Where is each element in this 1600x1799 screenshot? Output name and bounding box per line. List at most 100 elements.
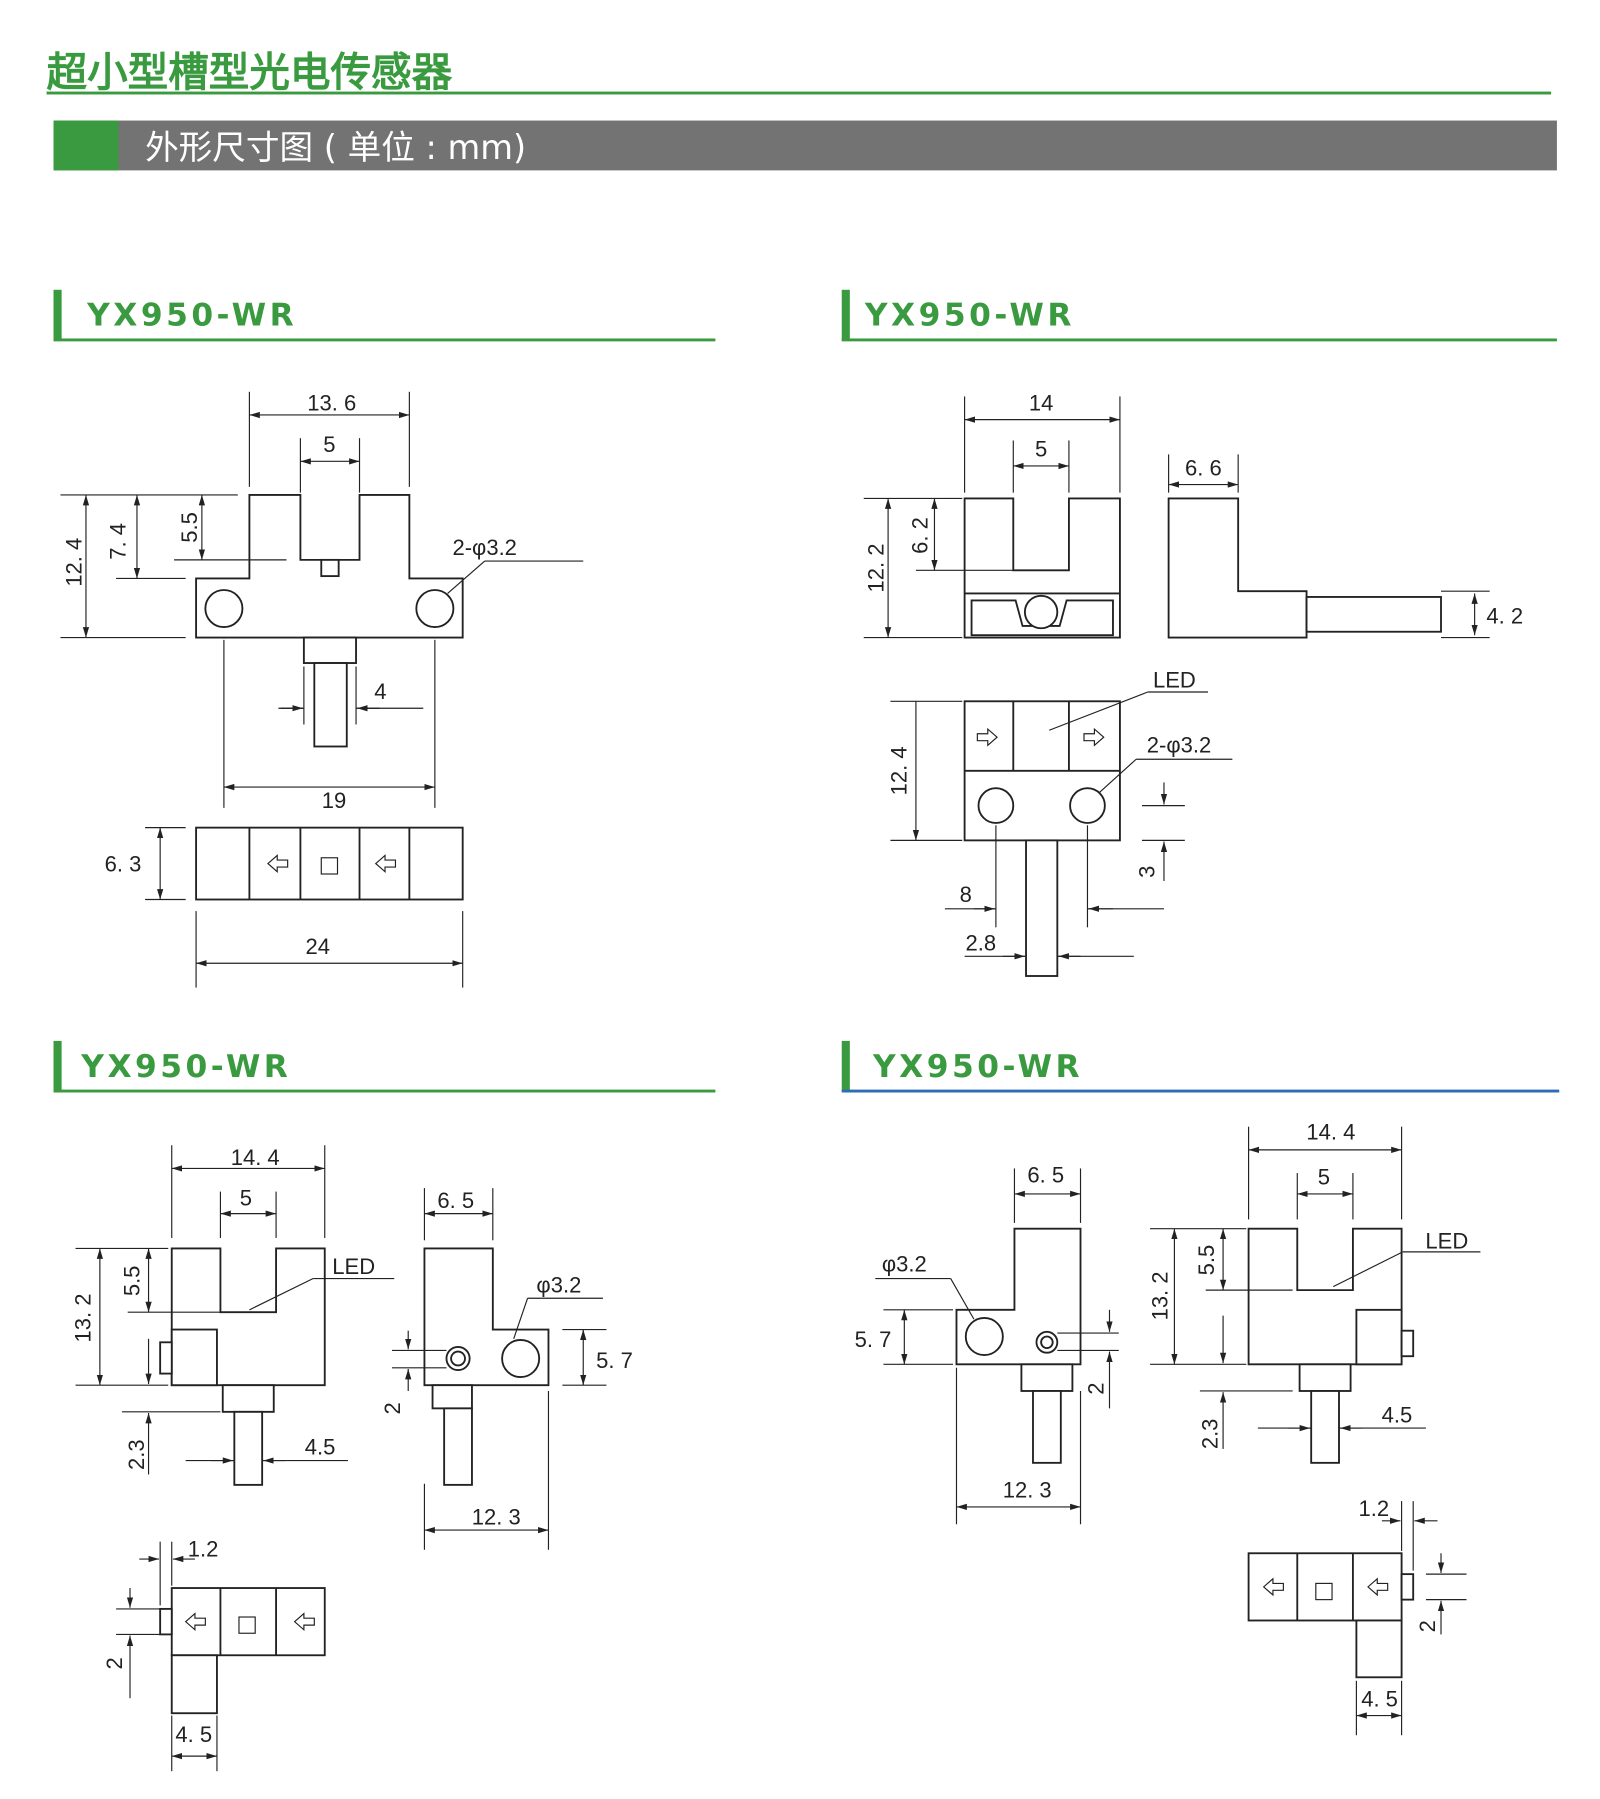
dimension-label: 1.2 — [1358, 1496, 1389, 1521]
dimension-label: 2.8 — [966, 931, 997, 956]
dimension-label: 5. 7 — [596, 1348, 633, 1373]
dimension-label: 5 — [323, 432, 335, 457]
extension-line — [513, 1298, 529, 1340]
dimension-label: 14 — [1029, 390, 1054, 415]
extension-line — [249, 1278, 314, 1311]
dimension-label: 2.3 — [1197, 1419, 1222, 1450]
dimension-label: 4.5 — [305, 1435, 336, 1460]
dimension-label: 2 — [1415, 1620, 1440, 1632]
dimension-label: 12. 4 — [887, 746, 912, 795]
dimension-label: 6. 3 — [105, 852, 142, 877]
drawing-2: 14 5 12. 2 6. 2 6. 6 4. 2 LED 2-φ3.2 12. 4 3 8 2.8 — [863, 390, 1523, 977]
sensor-outline — [955, 1227, 1415, 1679]
mounting-hole — [1023, 594, 1059, 630]
sensor-outline — [159, 1247, 550, 1715]
dimension-label: 2-φ3.2 — [452, 535, 516, 560]
dimension-label: 2 — [1084, 1383, 1109, 1395]
extension-line — [447, 560, 486, 594]
dimension-label: 5.5 — [119, 1266, 144, 1297]
dimension-label: 5 — [1035, 437, 1047, 462]
dimension-label: 24 — [306, 934, 331, 959]
extension-line — [1098, 758, 1137, 794]
section-title: YX950-WR — [86, 298, 297, 334]
dimension-label: LED — [332, 1254, 375, 1279]
dimension-label: 4. 5 — [175, 1722, 212, 1747]
dimension-label: φ3.2 — [882, 1252, 927, 1277]
dimension-label: 5.5 — [1194, 1245, 1219, 1276]
sensor-outline — [963, 497, 1442, 977]
arrow-left-icon — [293, 1612, 315, 1632]
arrow-left-icon — [374, 854, 397, 873]
dimension-label: 4. 5 — [1361, 1686, 1398, 1711]
dimension-label: 19 — [322, 788, 347, 813]
sensor-outline — [195, 494, 464, 901]
dimension-label: 4 — [374, 679, 386, 704]
arrow-left-icon — [267, 854, 289, 873]
section-header-3: YX950-WR — [53, 1040, 716, 1093]
dimension-label: 12. 3 — [1003, 1478, 1052, 1503]
dimension-label: 4. 2 — [1486, 604, 1523, 629]
dimension-label: 5 — [240, 1186, 252, 1211]
mounting-hole — [450, 1350, 466, 1367]
mounting-hole — [501, 1339, 541, 1378]
dimension-label: 7. 4 — [105, 523, 130, 560]
mounting-hole — [415, 589, 455, 629]
dimension-label: 5 — [1318, 1165, 1330, 1190]
mounting-hole — [204, 589, 244, 629]
arrow-left-icon — [1262, 1577, 1284, 1597]
section-header-4: YX950-WR — [841, 1040, 1560, 1093]
dimension-label: 2 — [380, 1402, 405, 1414]
dimension-label: 6. 5 — [437, 1188, 474, 1213]
extension-line — [950, 1278, 975, 1320]
arrow-right-icon — [976, 727, 998, 747]
dimension-label: 6. 5 — [1027, 1162, 1064, 1187]
mounting-hole — [1040, 1335, 1054, 1350]
subtitle-bar — [53, 120, 1557, 171]
section-title: YX950-WR — [872, 1049, 1083, 1085]
dimension-label: 3 — [1135, 866, 1160, 878]
dimension-label: 1.2 — [188, 1537, 219, 1562]
section-title: YX950-WR — [80, 1049, 291, 1085]
dimension-label: 6. 2 — [908, 517, 933, 554]
dimension-label: 5.5 — [177, 512, 202, 543]
extension-line — [1332, 1251, 1404, 1288]
section-title: YX950-WR — [864, 298, 1075, 334]
emitter-square-icon — [1315, 1582, 1333, 1601]
emitter-square-icon — [238, 1616, 256, 1634]
mounting-hole — [1069, 787, 1106, 824]
dimension-label: LED — [1153, 667, 1196, 692]
drawing-1: 13. 6 5 12. 4 7. 4 5.5 2-φ3.2 4 19 6. 3 24 — [60, 390, 584, 988]
dimension-label: 12. 4 — [61, 538, 86, 587]
dimension-label: LED — [1425, 1228, 1468, 1253]
dimension-label: 2-φ3.2 — [1147, 732, 1211, 757]
dimension-label: 13. 2 — [71, 1293, 96, 1342]
dimension-label: 2.3 — [124, 1439, 149, 1470]
dimension-label: 4.5 — [1382, 1402, 1413, 1427]
dimension-label: 12. 2 — [863, 543, 888, 592]
dimension-label: 2 — [102, 1657, 127, 1669]
mounting-hole — [964, 1317, 1004, 1356]
arrow-right-icon — [1083, 727, 1105, 747]
dimension-label: 13. 6 — [307, 390, 356, 415]
section-header-1: YX950-WR — [53, 289, 716, 342]
dimension-label: 14. 4 — [1306, 1119, 1355, 1144]
emitter-square-icon — [320, 857, 339, 875]
dimension-label: 5. 7 — [855, 1327, 892, 1352]
subtitle: 外形尺寸图 ( 单位 : mm) — [145, 128, 526, 167]
page-title: 超小型槽型光电传感器 — [47, 48, 453, 96]
subtitle-accent — [53, 120, 119, 171]
section-header-2: YX950-WR — [841, 289, 1557, 342]
arrow-left-icon — [184, 1612, 206, 1632]
dimension-label: 12. 3 — [472, 1504, 521, 1529]
mounting-hole — [977, 787, 1015, 824]
dimension-label: 6. 6 — [1185, 455, 1222, 480]
dimension-label: φ3.2 — [536, 1272, 581, 1297]
drawing-3: 14. 4 5 13. 2 5.5 LED 2.3 4.5 6. 5 φ3.2 5. 7 2 12. … — [71, 1145, 633, 1772]
dimension-label: 13. 2 — [1147, 1271, 1172, 1320]
arrow-left-icon — [1367, 1577, 1389, 1597]
dimension-label: 14. 4 — [231, 1145, 280, 1170]
drawing-4: 6. 5 φ3.2 5. 7 2 12. 3 14. 4 5 13. 2 5.5 LED 2.3 4.… — [855, 1119, 1481, 1736]
dimension-label: 8 — [960, 882, 972, 907]
title-rule — [46, 91, 1552, 95]
